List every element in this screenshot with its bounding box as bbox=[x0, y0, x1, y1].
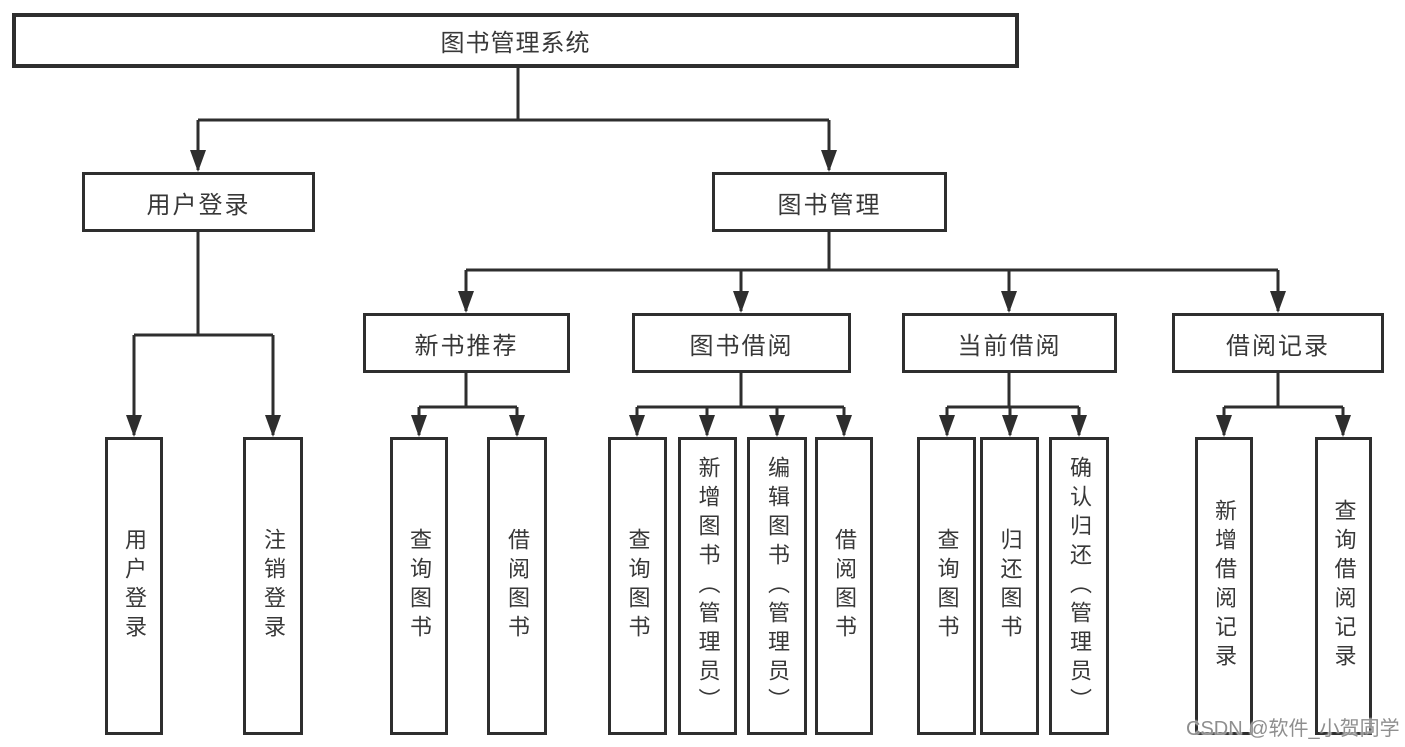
node-label: 查询借阅记录 bbox=[1331, 499, 1357, 673]
node-leaf-cb-query-books: 查询图书 bbox=[917, 437, 976, 735]
node-label: 查询图书 bbox=[407, 528, 432, 644]
node-leaf-logout: 注销登录 bbox=[243, 437, 303, 735]
node-user-login: 用户登录 bbox=[82, 172, 315, 232]
node-borrow-records: 借阅记录 bbox=[1172, 313, 1384, 373]
node-label: 借阅图书 bbox=[505, 528, 530, 644]
node-label: 注销登录 bbox=[261, 528, 286, 644]
node-leaf-bb-add-books-admin: 新增图书（管理员） bbox=[678, 437, 737, 735]
node-label: 查询图书 bbox=[934, 528, 960, 644]
node-label: 新增图书（管理员） bbox=[695, 455, 721, 717]
node-book-borrow: 图书借阅 bbox=[632, 313, 851, 373]
node-label: 确认归还（管理员） bbox=[1067, 455, 1092, 717]
node-leaf-rec-query-record: 查询借阅记录 bbox=[1315, 437, 1372, 735]
node-label: 归还图书 bbox=[997, 528, 1023, 644]
node-label: 借阅图书 bbox=[832, 528, 857, 644]
node-label: 编辑图书（管理员） bbox=[765, 455, 790, 717]
node-leaf-cb-confirm-return-admin: 确认归还（管理员） bbox=[1049, 437, 1109, 735]
node-root-system: 图书管理系统 bbox=[12, 13, 1019, 68]
node-leaf-cb-return-books: 归还图书 bbox=[980, 437, 1039, 735]
node-book-management: 图书管理 bbox=[712, 172, 947, 232]
node-label: 新增借阅记录 bbox=[1212, 499, 1237, 673]
node-leaf-nb-borrow-books: 借阅图书 bbox=[487, 437, 547, 735]
node-new-book-recommend: 新书推荐 bbox=[363, 313, 570, 373]
node-label: 用户登录 bbox=[122, 528, 147, 644]
node-leaf-bb-borrow-books: 借阅图书 bbox=[815, 437, 873, 735]
node-leaf-user-login: 用户登录 bbox=[105, 437, 163, 735]
node-label: 查询图书 bbox=[625, 528, 651, 644]
node-current-borrow: 当前借阅 bbox=[902, 313, 1117, 373]
node-leaf-nb-query-books: 查询图书 bbox=[390, 437, 448, 735]
node-leaf-rec-add-record: 新增借阅记录 bbox=[1195, 437, 1253, 735]
node-leaf-bb-query-books: 查询图书 bbox=[608, 437, 667, 735]
node-leaf-bb-edit-books-admin: 编辑图书（管理员） bbox=[747, 437, 807, 735]
